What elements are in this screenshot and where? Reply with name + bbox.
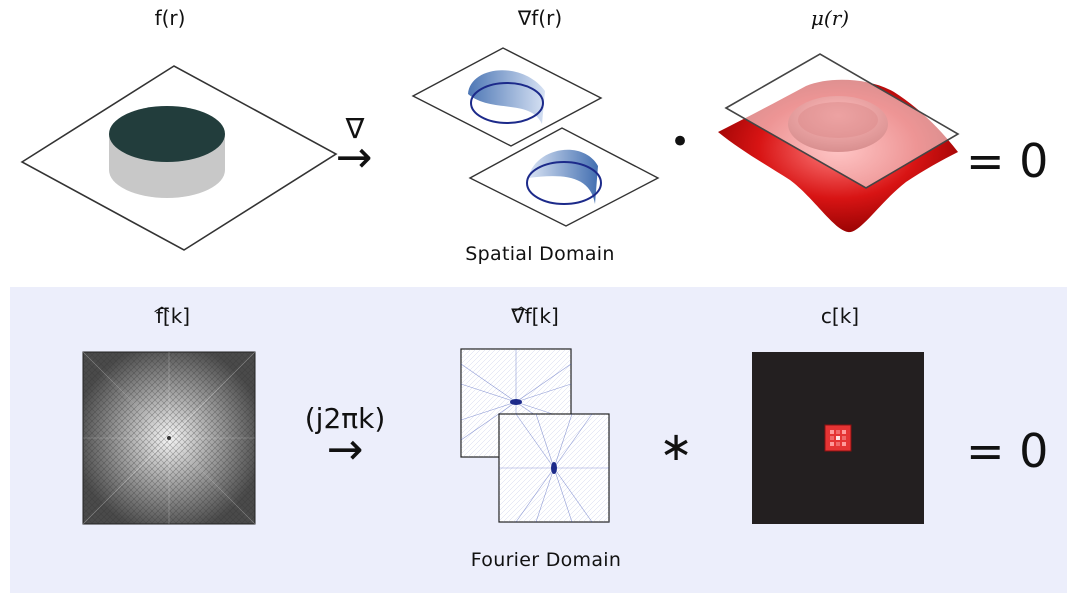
gradient-field-planes xyxy=(411,47,660,227)
hat-accent: ︿ xyxy=(153,296,170,315)
grad-f-hat-text: ︿∇f[k] xyxy=(511,296,559,328)
label-grad-f-hat-k: ︿∇f[k] xyxy=(500,296,570,328)
label-grad-f-r: ∇f(r) xyxy=(517,6,563,30)
indicator-function-cylinder xyxy=(20,65,338,251)
frequency-multiplier-label: (j2πk) xyxy=(304,402,386,435)
label-mu-r: μ(r) xyxy=(810,6,850,30)
f-hat-label-text: f[k] xyxy=(155,304,191,328)
fourier-domain-caption: Fourier Domain xyxy=(470,549,622,571)
fourier-spectrum-image xyxy=(82,351,256,525)
cylinder-top xyxy=(109,106,225,162)
dot-product-operator: • xyxy=(669,122,691,162)
f-hat-text: ︿f[k] xyxy=(154,296,191,328)
label-f-r: f(r) xyxy=(154,6,186,30)
wide-hat-accent: ︿ xyxy=(513,296,530,315)
right-arrow-icon: → xyxy=(326,424,364,475)
spatial-domain-caption: Spatial Domain xyxy=(465,243,615,265)
convolution-operator: ∗ xyxy=(659,424,693,470)
right-arrow-icon: → xyxy=(335,132,373,183)
gradient-spectra-images xyxy=(460,348,610,523)
label-f-hat-k: ︿f[k] xyxy=(148,296,198,328)
grad-f-hat-label-text: ∇f[k] xyxy=(511,304,559,328)
label-c-k: c[k] xyxy=(820,304,860,328)
gradient-operator-label: ∇ xyxy=(345,112,365,145)
annihilating-filter-kernel xyxy=(752,352,924,524)
kernel-coefficients xyxy=(824,424,852,452)
fourier-equals-zero: = 0 xyxy=(966,424,1049,478)
annihilating-surface xyxy=(718,53,960,233)
spatial-equals-zero: = 0 xyxy=(966,134,1049,188)
